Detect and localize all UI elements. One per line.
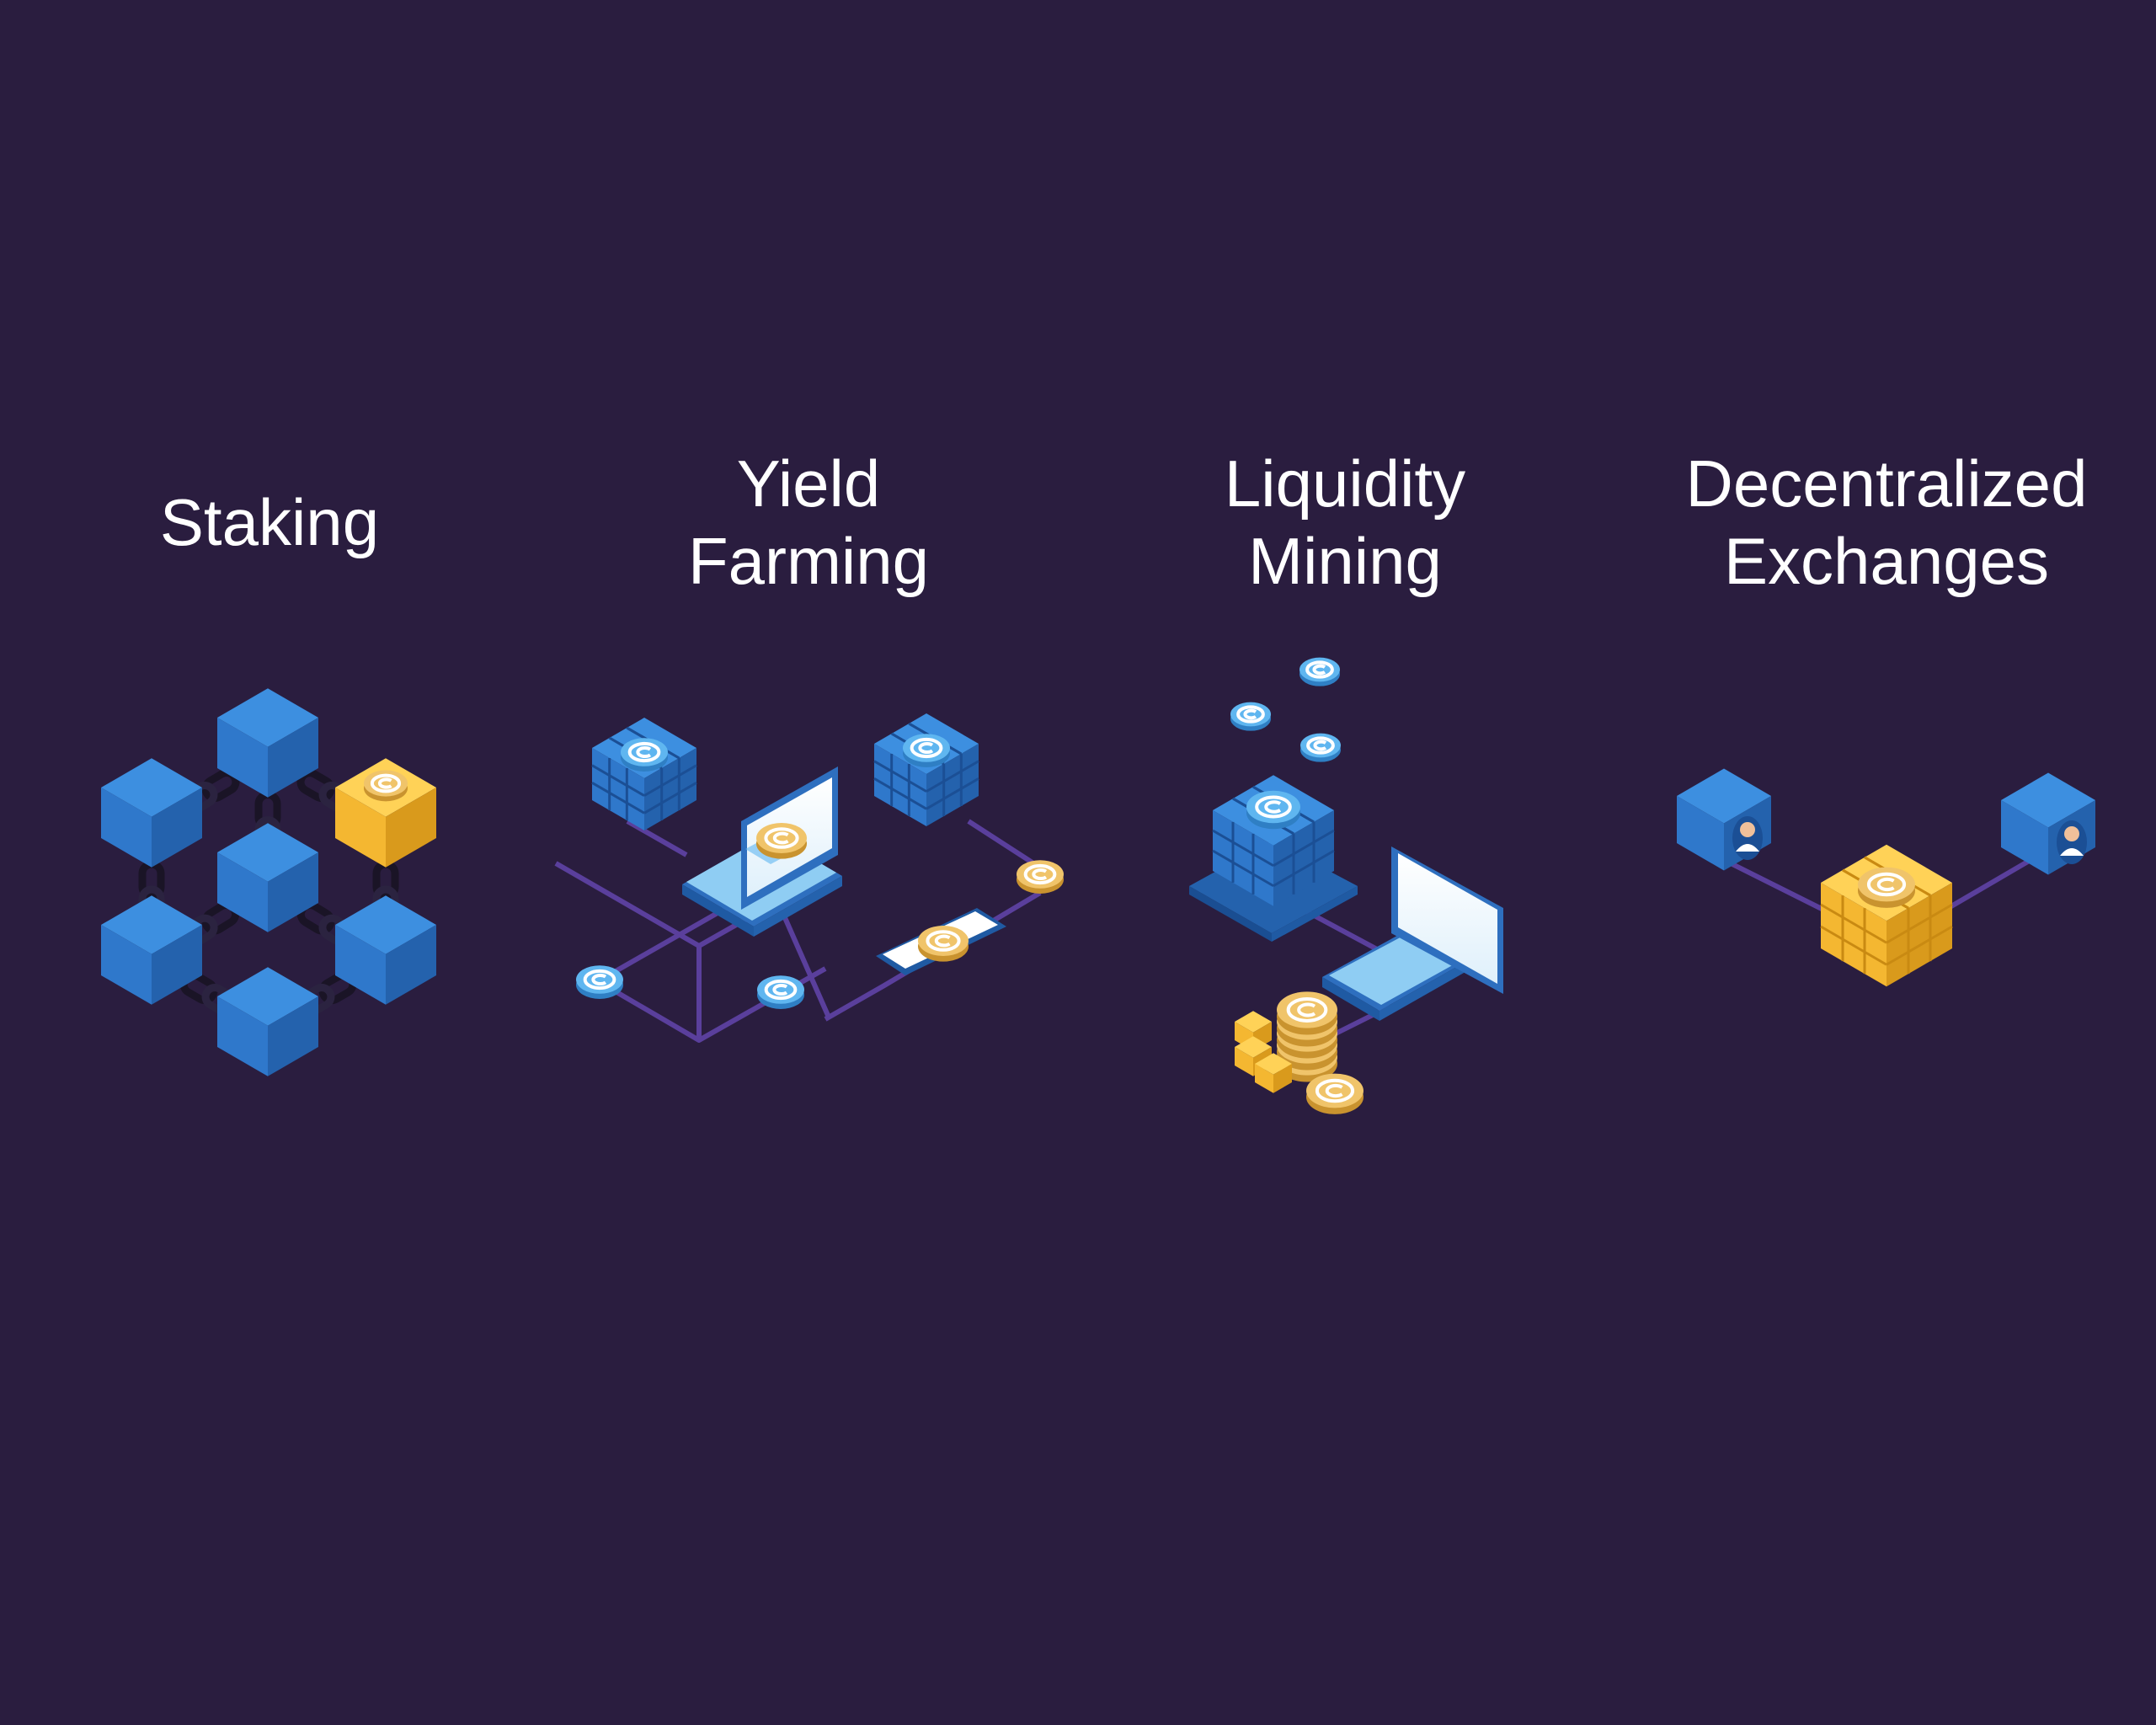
cube-stack — [873, 713, 979, 826]
cube-stack — [591, 718, 697, 830]
coin-icon — [621, 738, 668, 772]
user-avatar-icon — [1740, 822, 1755, 837]
coin-icon — [757, 975, 804, 1009]
exchange-network-icon — [1677, 768, 2095, 987]
coin-icons — [576, 823, 1064, 1009]
blue-cube — [101, 758, 202, 868]
yield-farming-title-line-1: Yield — [736, 446, 881, 521]
blue-cube — [217, 688, 318, 798]
liquidity-mining-title-line-2: Mining — [1248, 524, 1442, 598]
dex-title-line-2: Exchanges — [1724, 524, 2049, 598]
blue-cube — [217, 823, 318, 932]
laptop-icon — [1322, 846, 1503, 1021]
gold-block — [1255, 1053, 1292, 1093]
user-cube — [2001, 772, 2095, 875]
user-avatar-icon — [2064, 826, 2079, 841]
coin-icon — [756, 823, 807, 859]
user-cube — [1677, 768, 1771, 871]
network-laptop-icon — [554, 713, 1064, 1043]
yield-farming-title-line-2: Farming — [687, 524, 930, 598]
liquidity-pool-icon — [1189, 657, 1503, 1114]
coin-icon — [918, 926, 969, 962]
coin-icon — [1277, 991, 1337, 1035]
gold-cube-stack — [1820, 844, 1953, 987]
coin-icon — [364, 770, 408, 802]
blue-cube — [335, 895, 436, 1005]
cube-stacks — [591, 713, 979, 830]
liquidity-mining-title-line-1: Liquidity — [1224, 446, 1466, 521]
blue-cube — [217, 967, 318, 1076]
gold-blocks-icon — [1235, 1011, 1292, 1093]
coin-icon — [576, 965, 623, 999]
staking-cubes — [101, 688, 436, 1076]
coin-icons — [1230, 657, 1364, 1114]
laptop-icon — [682, 766, 842, 937]
cube-chain-icon — [101, 688, 436, 1076]
coin-icon — [1306, 1073, 1364, 1114]
user-cubes — [1677, 768, 2095, 875]
dex-title: Decentralized Exchanges — [1634, 445, 2139, 600]
coin-icon — [1246, 790, 1300, 830]
coin-icon — [903, 734, 950, 767]
yield-farming-title: Yield Farming — [640, 445, 977, 600]
coin-icon — [1299, 657, 1340, 686]
gold-cube-stack — [1820, 844, 1953, 987]
staking-title: Staking — [101, 483, 438, 561]
staking-title-line-1: Staking — [159, 485, 380, 559]
liquidity-mining-title: Liquidity Mining — [1177, 445, 1513, 600]
coin-icon — [1230, 702, 1271, 731]
coin-icon — [1300, 733, 1341, 762]
cube-stack — [1212, 775, 1335, 906]
dex-title-line-1: Decentralized — [1685, 446, 2088, 521]
coin-icon — [1017, 860, 1064, 894]
coin-icon — [1858, 867, 1915, 908]
blue-cube — [101, 895, 202, 1005]
